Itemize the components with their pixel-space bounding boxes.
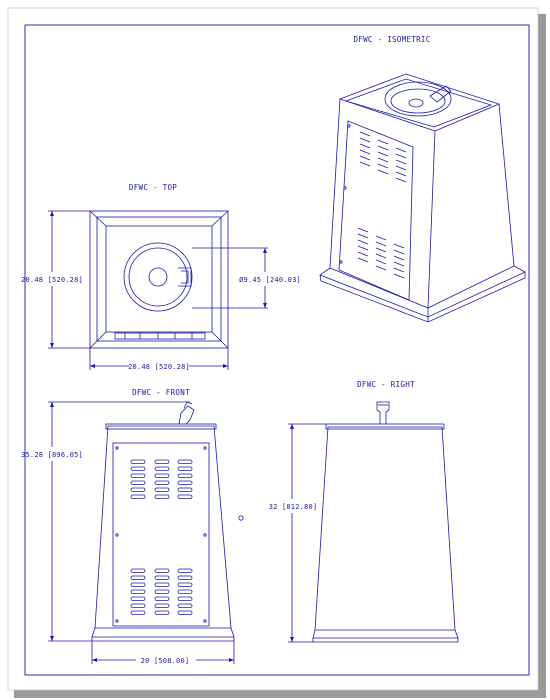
front-pin-icon bbox=[238, 515, 244, 521]
right-top-cap bbox=[325, 423, 445, 430]
front-base bbox=[91, 627, 235, 638]
iso-bowl-icon bbox=[384, 81, 452, 117]
front-top-cap bbox=[105, 423, 217, 430]
front-bubbler-icon bbox=[178, 405, 195, 425]
top-bowl-dimension: Ø9.45 [240.03] bbox=[239, 276, 301, 284]
iso-vent-slots bbox=[357, 131, 407, 279]
top-drain-grille bbox=[114, 332, 206, 340]
front-title: DFWC - FRONT bbox=[132, 388, 190, 397]
right-title: DFWC - RIGHT bbox=[357, 380, 415, 389]
top-bowl-icon bbox=[123, 242, 193, 312]
drawing-border bbox=[24, 24, 530, 676]
top-title: DFWC - TOP bbox=[129, 183, 177, 192]
right-view bbox=[288, 401, 459, 643]
front-access-panel bbox=[112, 442, 210, 627]
iso-access-panel bbox=[338, 120, 414, 301]
top-bubbler-icon bbox=[178, 267, 192, 287]
sheet-paper bbox=[7, 7, 539, 691]
right-bubbler-icon bbox=[376, 401, 390, 424]
iso-bubbler-icon bbox=[429, 85, 452, 103]
right-base bbox=[312, 629, 459, 639]
top-outer-square bbox=[89, 210, 229, 349]
isometric-title: DFWC - ISOMETRIC bbox=[353, 35, 430, 44]
front-vent-slots bbox=[130, 459, 193, 615]
isometric-view bbox=[319, 73, 526, 323]
front-view bbox=[48, 401, 244, 664]
front-height-dimension: 35.28 [896.05] bbox=[21, 451, 83, 459]
top-view bbox=[48, 210, 268, 370]
iso-left-face bbox=[329, 98, 436, 309]
top-height-dimension: 20.48 [520.28] bbox=[21, 276, 83, 284]
front-width-dimension: 20 [508.00] bbox=[141, 657, 190, 665]
right-height-dimension: 32 [812.80] bbox=[269, 503, 318, 511]
top-width-dimension: 20.48 [520.28] bbox=[128, 363, 190, 371]
top-basin bbox=[105, 225, 213, 333]
